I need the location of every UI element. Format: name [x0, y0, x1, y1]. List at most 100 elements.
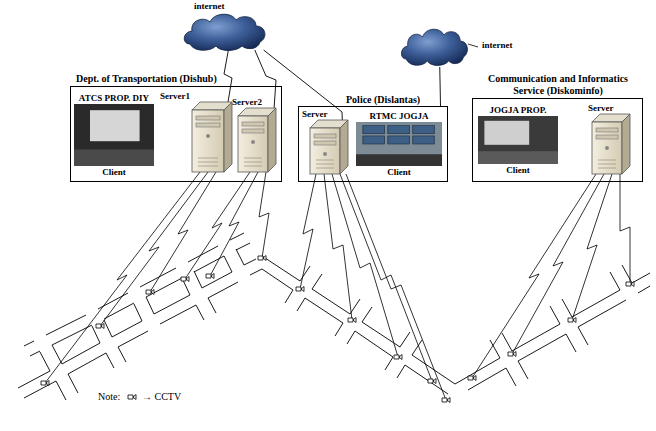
cctv-symbol — [258, 256, 266, 261]
server-node: Server2 — [238, 108, 276, 172]
power-button — [605, 146, 609, 150]
server-side — [340, 120, 348, 174]
monitor-screen — [363, 136, 385, 144]
wireless-link — [512, 174, 604, 354]
desk — [356, 154, 442, 166]
cloud-label: internet — [482, 39, 513, 51]
server-label: Server1 — [160, 90, 190, 102]
legend-text: → CCTV — [142, 391, 181, 403]
desk — [74, 149, 154, 166]
monitor-screen — [363, 126, 385, 134]
network-link — [439, 67, 441, 106]
road — [18, 259, 256, 388]
vent-line — [316, 168, 334, 169]
cloud-outline — [184, 14, 265, 50]
server-label: Server2 — [232, 96, 262, 108]
server-side — [224, 102, 232, 172]
vent-line — [198, 166, 218, 167]
monitor-screen — [484, 121, 529, 145]
server-front — [192, 110, 224, 172]
drive-bay — [196, 123, 220, 127]
server-node: Server1 — [192, 102, 232, 172]
client-photo-frame — [356, 122, 442, 166]
cctv-symbol — [468, 376, 476, 381]
road — [30, 243, 250, 356]
client-photo-frame — [74, 104, 154, 166]
vent-line — [244, 162, 262, 163]
cloud-shape — [398, 25, 470, 67]
vent-line — [598, 168, 616, 169]
server-tower — [238, 108, 276, 172]
wireless-link — [185, 172, 250, 279]
cctv-symbol — [508, 352, 516, 357]
organization-box: Police (Dislantas)ServerRTMC JOGJAClient — [298, 106, 448, 182]
group-heading: Dept. of Transportation (Dishub) — [76, 73, 217, 85]
server-tower — [192, 102, 232, 172]
monitor-screen — [413, 136, 435, 144]
vent-line — [316, 164, 334, 165]
vent-line — [198, 158, 218, 159]
organization-box: Communication and Informatics Service (D… — [472, 98, 643, 182]
client-node: RTMC JOGJAClient — [356, 110, 442, 178]
cloud-outline — [401, 29, 467, 65]
leader-line — [468, 44, 478, 47]
monitor-screen — [388, 136, 410, 144]
wireless-link — [324, 174, 352, 320]
cctv-symbol — [428, 379, 436, 384]
site-label: JOGJA PROP. — [489, 104, 546, 116]
server-node: Server — [310, 120, 348, 174]
cctv-symbol — [96, 324, 104, 329]
wireless-link — [100, 172, 208, 326]
cctv-symbol — [206, 274, 214, 279]
client-label: Client — [387, 166, 411, 178]
photo-ground — [74, 104, 154, 166]
vent-line — [244, 158, 262, 159]
server-label: Server — [588, 102, 613, 114]
server-node: Server — [592, 114, 630, 174]
cctv-symbol — [626, 282, 634, 287]
server-tower — [310, 120, 348, 174]
client-label: Client — [506, 164, 530, 176]
cctv-symbol — [146, 290, 154, 295]
wireless-link — [620, 174, 630, 284]
wireless-link — [45, 172, 200, 383]
server-label: Server — [302, 108, 327, 120]
drive-bay — [242, 129, 264, 133]
client-label: Client — [102, 166, 126, 178]
group-heading: Police (Dislantas) — [346, 94, 420, 106]
server-tower — [592, 114, 630, 174]
cctv-symbol — [568, 318, 576, 323]
road — [24, 269, 262, 398]
server-side — [268, 108, 276, 172]
cloud-label: internet — [194, 0, 225, 12]
server-front — [592, 122, 622, 174]
wireless-link — [210, 172, 258, 276]
vent-line — [598, 160, 616, 161]
client-photo — [74, 104, 154, 166]
cctv-symbol — [442, 398, 450, 403]
wireless-link — [300, 174, 316, 289]
road — [468, 286, 650, 390]
vent-line — [244, 166, 262, 167]
drive-bay — [196, 116, 220, 120]
vent-line — [198, 162, 218, 163]
site-label: ATCS PROP. DIY — [79, 92, 149, 104]
internet-cloud: internet — [398, 25, 470, 67]
monitor-screen — [413, 126, 435, 134]
road — [40, 249, 244, 400]
road — [490, 265, 632, 386]
client-node: ATCS PROP. DIY Client — [74, 92, 154, 178]
cctv-symbol — [394, 355, 402, 360]
wireless-link — [346, 174, 446, 400]
monitor-screen — [388, 126, 410, 134]
server-front — [310, 128, 340, 174]
network-link — [224, 50, 232, 102]
client-photo — [478, 116, 558, 164]
cctv-symbol — [348, 318, 356, 323]
wireless-link — [472, 174, 596, 378]
cctv-symbol — [296, 287, 304, 292]
server-side — [622, 114, 630, 174]
photo-ground — [478, 116, 558, 164]
